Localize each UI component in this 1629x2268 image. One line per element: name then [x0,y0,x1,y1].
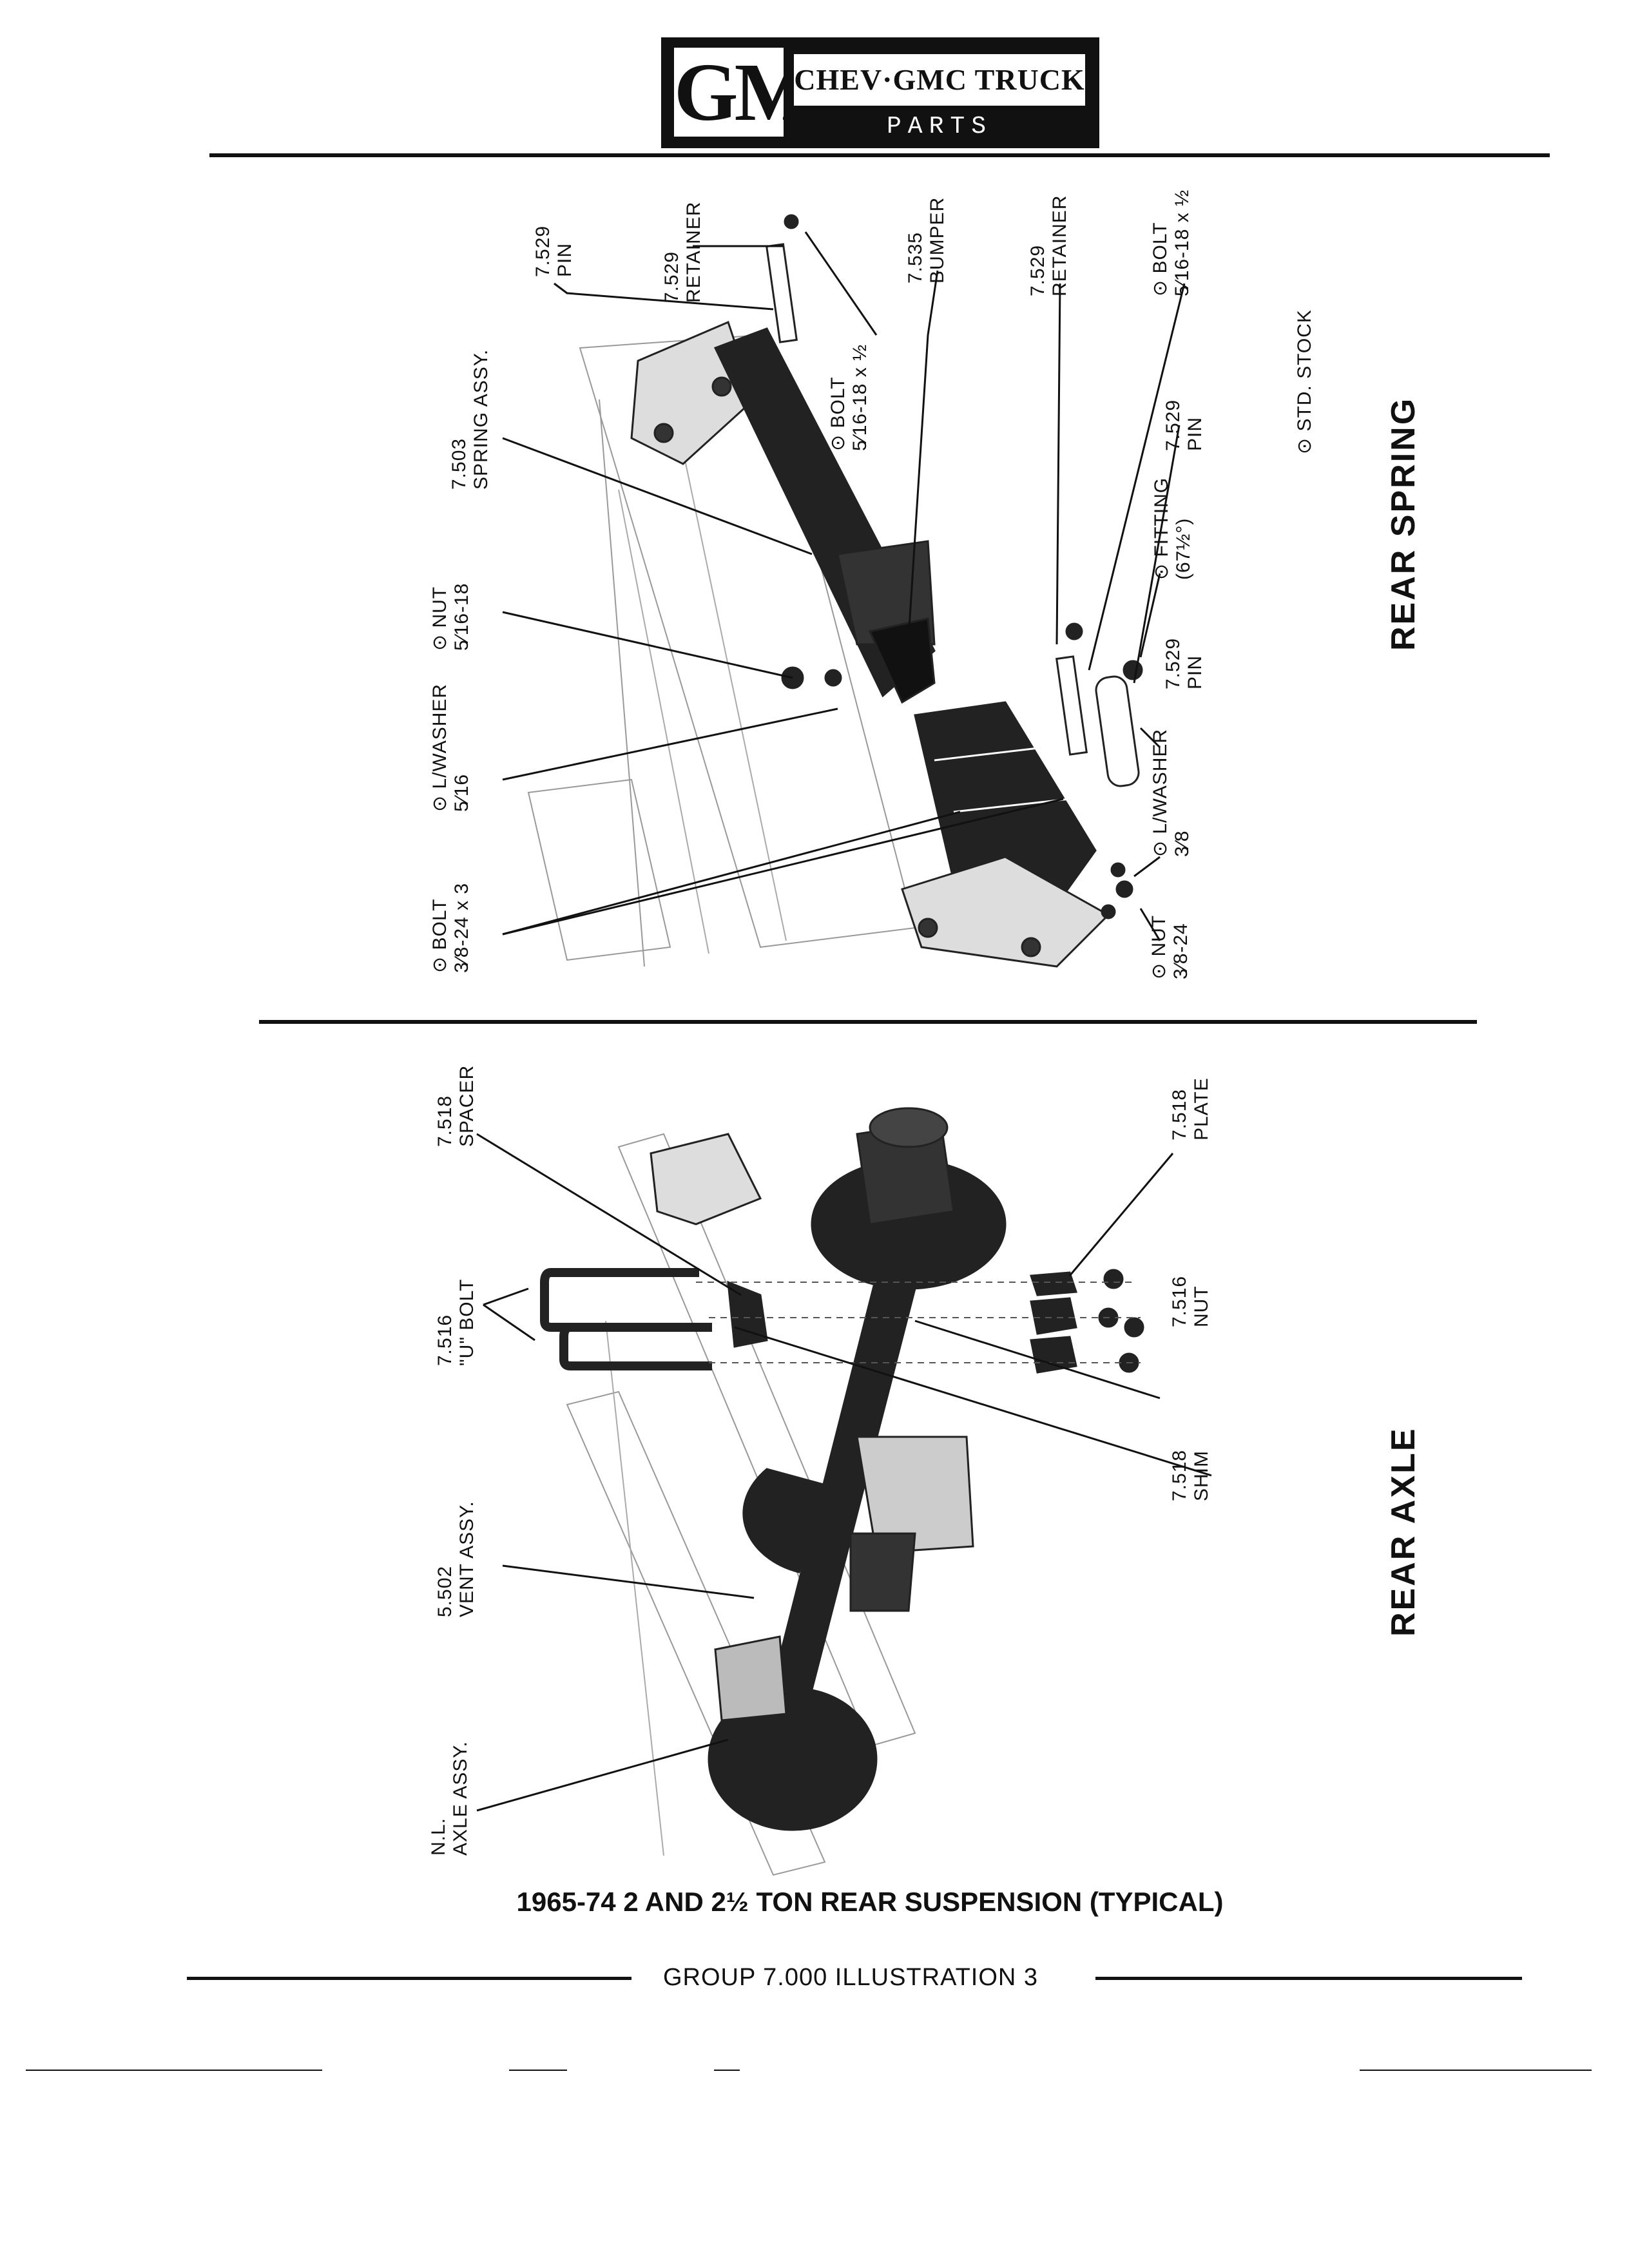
label-retainer-right-name: RETAINER [1049,195,1070,296]
label-pin-lower-name: PIN [1184,655,1206,689]
bottom-rule-right [1360,2070,1592,2071]
label-bolt-mid-size: 5⁄16-18 x ½ [849,344,871,451]
label-vent-num: 5.502 [434,1566,456,1617]
label-lwasher-left-size: 5⁄16 [451,774,472,812]
rear-axle-leaders [476,1133,1212,1812]
brand-title: CHEV·GMC TRUCK [794,54,1085,106]
label-spacer-name: SPACER [456,1065,477,1147]
catalogue-title: PARTS CATALOGUE [844,113,1035,173]
rear-axle-title: REAR AXLE [1385,1427,1422,1637]
label-pin-top-name: PIN [554,243,575,277]
label-lwasher-left-name: ⊙ L/WASHER [429,684,450,812]
label-nut-left-size: 5⁄16-18 [451,583,472,651]
bottom-rule-left [26,2070,322,2071]
label-pin-top-num: 7.529 [532,226,554,277]
bottom-rule-mid [509,2070,567,2071]
rear-spring-illustration [527,214,1143,968]
label-plate-name: PLATE [1191,1077,1212,1140]
label-lwasher-right-name: ⊙ L/WASHER [1150,729,1171,857]
label-spacer-num: 7.518 [434,1095,456,1147]
footer-rule-left [187,1977,631,1980]
rear-spring-leaders [502,231,1186,941]
label-bolt-right-name: ⊙ BOLT [1150,222,1171,296]
label-ubolt-num: 7.516 [434,1314,456,1366]
label-ubolt-name: "U" BOLT [456,1279,477,1366]
label-bolt-left-size: 3⁄8-24 x 3 [451,883,472,973]
group-illustration-footer: GROUP 7.000 ILLUSTRATION 3 [662,1964,1039,1991]
label-bumper-name: BUMPER [927,197,948,284]
label-bolt-right-size: 5⁄16-18 x ½ [1171,189,1193,296]
rear-spring-title: REAR SPRING [1385,397,1422,651]
footer-rule-right [1095,1977,1522,1980]
label-spring-assy-num: 7.503 [448,438,470,490]
bottom-rule-mid2 [714,2070,740,2071]
label-retainer-top-name: RETAINER [683,202,704,303]
section-divider [259,1020,1477,1024]
label-spring-assy-name: SPRING ASSY. [470,349,492,490]
label-shim-num: 7.518 [1169,1450,1190,1501]
label-bumper-num: 7.535 [905,232,926,284]
label-axle-name: AXLE ASSY. [450,1741,471,1856]
label-fitting-angle: (67½°) [1173,518,1194,580]
label-retainer-right-num: 7.529 [1027,245,1048,296]
rear-axle-illustration [540,1107,1144,1876]
label-fitting-name: ⊙ FITTING [1151,477,1172,580]
label-vent-name: VENT ASSY. [456,1501,477,1617]
label-shim-name: SHIM [1191,1450,1212,1501]
std-stock-legend: ⊙ STD. STOCK [1294,309,1315,454]
label-pin-lower-num: 7.529 [1162,638,1184,689]
label-plate-num: 7.518 [1169,1089,1190,1140]
label-nut-right-size: 3⁄8-24 [1170,923,1191,979]
label-pin-right-name: PIN [1184,417,1206,451]
label-bolt-mid-name: ⊙ BOLT [827,376,849,451]
label-nut-num: 7.516 [1169,1276,1190,1327]
label-nut-name: NUT [1191,1285,1212,1327]
label-nut-left-name: ⊙ NUT [429,586,450,651]
label-nut-right-name: ⊙ NUT [1148,915,1170,979]
label-pin-right-num: 7.529 [1162,399,1184,451]
header-rule [209,153,1550,157]
label-retainer-top-num: 7.529 [661,251,682,303]
label-axle-num: N.L. [428,1818,449,1856]
illustration-caption: 1965-74 2 AND 2½ TON REAR SUSPENSION (TY… [516,1887,1224,1917]
label-bolt-left-name: ⊙ BOLT [429,898,450,973]
label-lwasher-right-size: 3⁄8 [1171,831,1193,857]
